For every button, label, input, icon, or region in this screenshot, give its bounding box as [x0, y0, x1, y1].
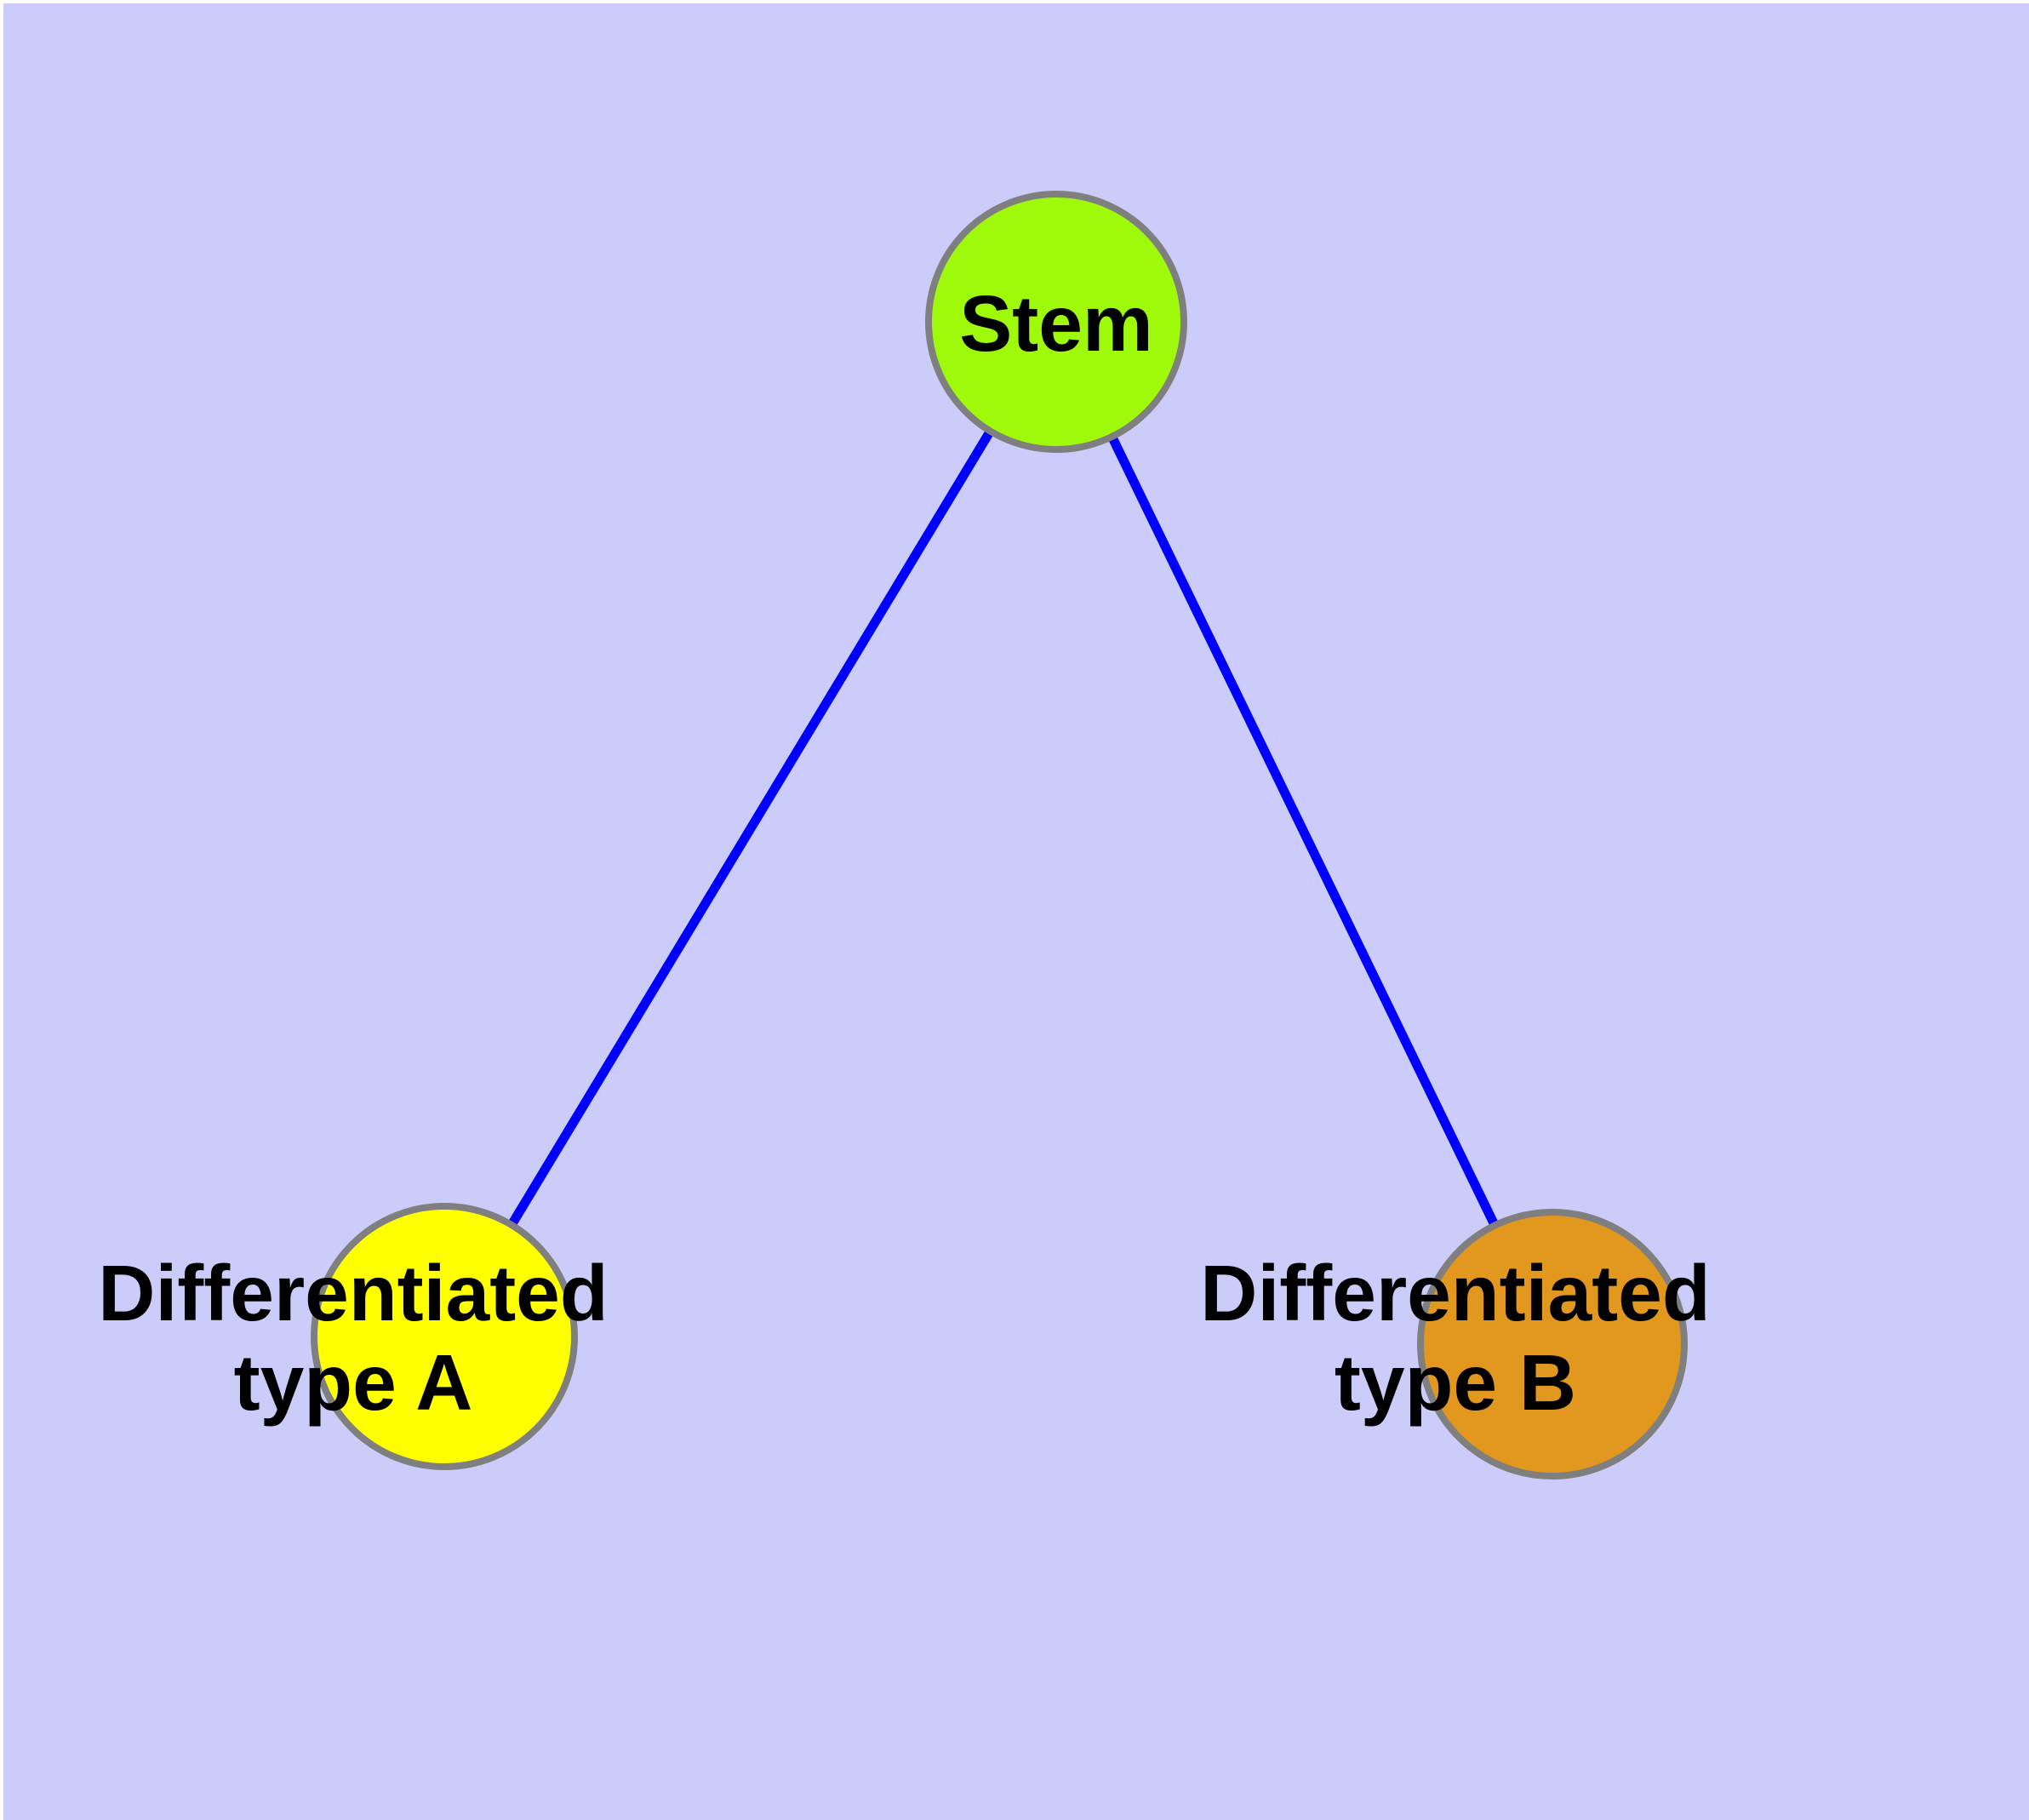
node-label-line: Stem [959, 279, 1152, 368]
nodes-layer [311, 191, 1688, 1479]
node-label-line: type A [234, 1338, 473, 1427]
node-circle-diff-b[interactable] [1417, 1209, 1688, 1479]
node-circle-diff-a[interactable] [311, 1203, 578, 1470]
edge-stem-to-a[interactable] [507, 428, 995, 1228]
node-label-line: type B [1335, 1338, 1576, 1427]
edges-layer [507, 428, 1500, 1228]
node-label-stem: Stem [959, 279, 1152, 368]
edge-stem-to-b[interactable] [1107, 434, 1500, 1228]
node-label-line: Differentiated [98, 1249, 608, 1337]
node-circle-stem[interactable] [925, 191, 1187, 453]
node-label-line: Differentiated [1200, 1249, 1710, 1337]
